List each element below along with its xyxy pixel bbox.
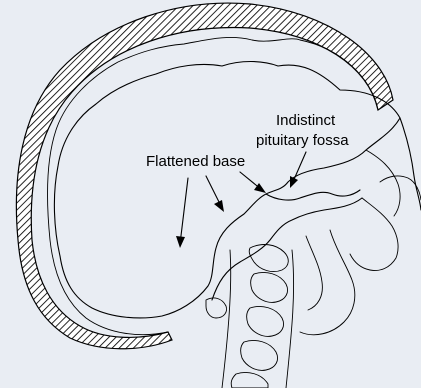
vertebra-c2 <box>251 272 288 302</box>
arrow-flattened-base-1 <box>176 178 188 248</box>
arrow-flattened-base-2 <box>206 176 224 212</box>
arrow-pituitary-fossa <box>290 152 306 188</box>
mastoid-detail <box>206 298 227 318</box>
arrow-flattened-base-3 <box>240 172 266 193</box>
vertebra-c5 <box>231 372 268 388</box>
skull-vault-hatched <box>16 3 393 349</box>
cranial-base <box>212 198 362 300</box>
maxilla-outline <box>350 198 398 271</box>
vertebra-c3 <box>247 306 284 336</box>
sphenoid-region <box>266 190 360 200</box>
label-pituitary-fossa: pituitary fossa <box>256 132 349 149</box>
mandible-ramus <box>306 236 322 310</box>
orbit-arc <box>366 150 400 216</box>
vertebra-c1 <box>249 245 288 272</box>
label-flattened-base: Flattened base <box>146 153 245 170</box>
inner-skull-contour <box>48 37 378 334</box>
label-indistinct: Indistinct <box>276 112 336 129</box>
spinal-canal-back <box>286 250 294 388</box>
mandible-outline <box>300 230 355 335</box>
facial-profile <box>400 118 421 210</box>
vertebra-c4 <box>241 340 278 370</box>
brain-outline <box>54 62 400 318</box>
